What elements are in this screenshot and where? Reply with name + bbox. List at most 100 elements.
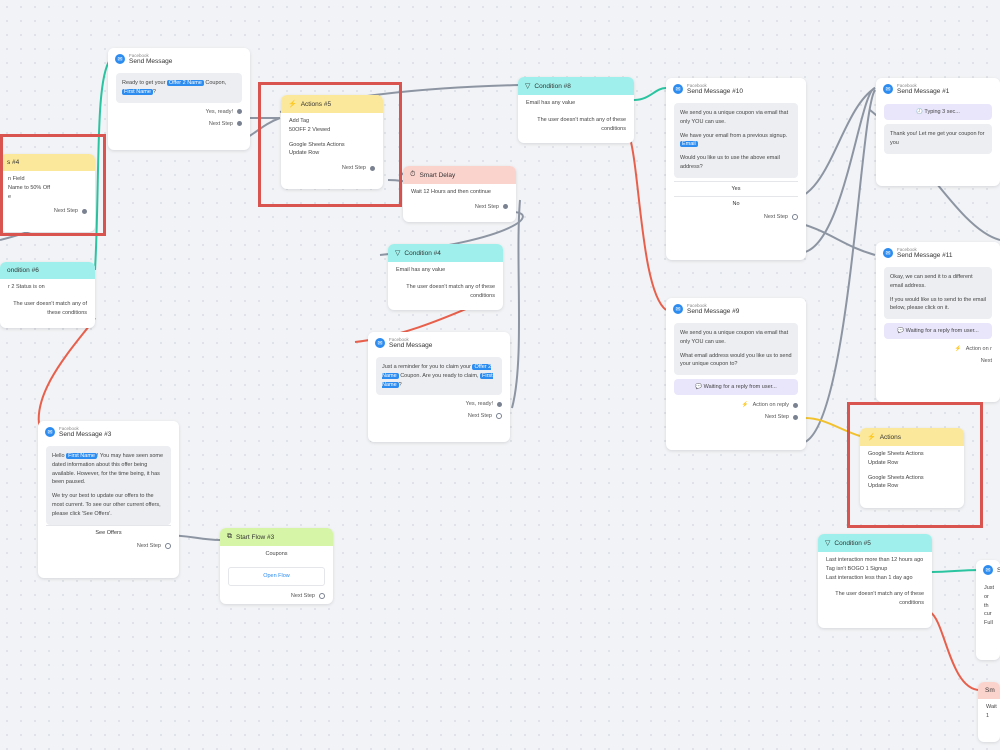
yes-button[interactable]: Yes: [674, 180, 798, 196]
next-step[interactable]: Next Step: [666, 211, 806, 223]
node-title: Actions #5: [300, 100, 332, 108]
no-match-output[interactable]: The user doesn't match any of these cond…: [537, 116, 626, 132]
clock-icon: 🕘: [916, 109, 923, 115]
node-title: Send Message #3: [59, 431, 112, 438]
see-offers-button[interactable]: See Offers: [46, 524, 171, 540]
message-bubble: We send you a unique coupon via email th…: [674, 103, 798, 178]
lightning-icon: ⚡: [741, 402, 749, 409]
node-title: ondition #6: [7, 267, 39, 274]
output-port: [237, 109, 242, 115]
message-bubble: Hello First Name! You may have seen some…: [46, 446, 171, 525]
lightning-icon: ⚡: [288, 101, 297, 108]
messenger-icon: ✉: [673, 304, 683, 314]
filter-icon: ▽: [825, 540, 831, 547]
variable-chip: First Name: [122, 88, 153, 95]
lightning-icon: ⚡: [954, 346, 962, 353]
messenger-icon: ✉: [883, 248, 893, 258]
messenger-icon: ✉: [45, 427, 55, 437]
node-title: Send Message #10: [687, 88, 744, 95]
no-button[interactable]: No: [674, 195, 798, 211]
message-bubble: Ready to get your Offer 2 Name Coupon, F…: [116, 73, 242, 103]
wire-green: [633, 87, 667, 101]
condition-node-partial[interactable]: ondition #6 r 2 Status is on The user do…: [0, 262, 95, 328]
node-title: Send Message: [389, 342, 433, 349]
action-on-reply[interactable]: ⚡Action on r: [954, 346, 992, 353]
action-on-reply[interactable]: ⚡Action on reply: [666, 399, 806, 411]
open-flow-link[interactable]: Open Flow: [228, 566, 325, 586]
wire-red: [627, 131, 667, 311]
lightning-icon: ⚡: [867, 434, 876, 441]
node-title: Send Message #1: [897, 88, 950, 95]
messenger-icon: ✉: [115, 54, 125, 64]
next-step[interactable]: Next Step: [220, 590, 333, 602]
filter-icon: ▽: [525, 83, 531, 90]
smart-delay-node[interactable]: ⏱Smart Delay Wait 12 Hours and then cont…: [403, 166, 516, 222]
clock-icon: ⏱: [410, 171, 416, 178]
wire: [511, 199, 521, 409]
messenger-icon: ✉: [673, 84, 683, 94]
no-match-output[interactable]: The user doesn't match any of these cond…: [835, 591, 924, 607]
waiting-reply: 💬 Waiting for a reply from user...: [674, 379, 798, 396]
message-bubble: Okay, we can send it to a different emai…: [884, 267, 992, 320]
no-match-output[interactable]: The user doesn't match any of these cond…: [13, 300, 87, 316]
highlight-box: [847, 402, 983, 528]
highlight-box: [0, 134, 106, 236]
condition-node[interactable]: ▽Condition #5 Last interaction more than…: [818, 534, 932, 628]
waiting-reply: 💬 Waiting for a reply from user...: [884, 323, 992, 340]
smart-delay-node-partial[interactable]: Sm Wait 1: [978, 682, 1000, 742]
next-step[interactable]: Next Step: [0, 205, 95, 217]
node-title: Condition #4: [404, 249, 441, 257]
next-step[interactable]: Next Step: [108, 118, 250, 130]
flow-icon: ⧉: [227, 533, 232, 540]
highlight-box: [258, 82, 402, 207]
node-title: Start Flow #3: [236, 533, 275, 541]
start-flow-node[interactable]: ⧉Start Flow #3 Coupons Open Flow Next St…: [220, 528, 333, 604]
chat-icon: 💬: [695, 384, 703, 391]
next-step[interactable]: Next Step: [281, 162, 383, 174]
variable-chip: Offer 2 Name: [166, 80, 204, 86]
wire-red: [929, 611, 981, 691]
wire-red: [37, 317, 96, 431]
quick-reply[interactable]: Yes, ready!: [368, 398, 510, 410]
next-step[interactable]: Next: [980, 358, 992, 365]
message-bubble: Just a reminder for you to claim your Of…: [376, 357, 502, 396]
messenger-icon: ✉: [983, 565, 993, 575]
node-title: Condition #8: [534, 82, 571, 90]
wire-green: [94, 59, 111, 271]
node-title: Actions: [879, 433, 902, 441]
condition-node[interactable]: ▽Condition #8 Email has any value The us…: [518, 77, 634, 143]
node-title: s #4: [7, 159, 20, 166]
no-match-output[interactable]: The user doesn't match any of these cond…: [406, 283, 495, 299]
next-step[interactable]: Next Step: [403, 201, 516, 213]
node-title: Condition #5: [834, 539, 871, 547]
typing-indicator: 🕘 Typing 3 sec...: [884, 104, 992, 120]
node-title: Smart Delay: [419, 171, 456, 179]
next-step[interactable]: Next Step: [666, 411, 806, 423]
wire-yellow: [804, 417, 861, 437]
node-title: Send Message #11: [897, 252, 953, 259]
next-step[interactable]: Next Step: [368, 410, 510, 422]
node-title: Send Message: [129, 58, 173, 65]
message-bubble: We send you a unique coupon via email th…: [674, 323, 798, 376]
platform-label: Facebook: [129, 53, 149, 58]
messenger-icon: ✉: [883, 84, 893, 94]
wire: [804, 87, 876, 253]
condition-node[interactable]: ▽Condition #4 Email has any value The us…: [388, 244, 503, 310]
node-title: Send Message #9: [687, 308, 740, 315]
filter-icon: ▽: [395, 250, 401, 257]
wire: [804, 89, 876, 443]
quick-reply[interactable]: Yes, ready!: [108, 106, 250, 118]
next-step[interactable]: Next Step: [38, 540, 179, 552]
wire-green: [931, 569, 981, 573]
